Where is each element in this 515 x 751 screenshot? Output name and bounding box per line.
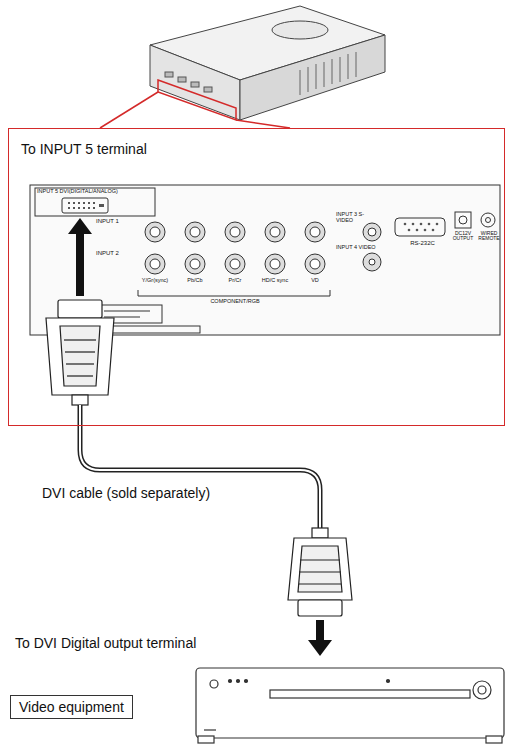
arrow (68, 218, 92, 296)
terminal-name: VD (295, 278, 335, 284)
terminal-name: INPUT 5 DVI(DIGITAL/ANALOG) (37, 189, 153, 195)
terminal-name: Pb/Cb (175, 278, 215, 284)
video-equipment (196, 668, 504, 743)
rca-jack (265, 222, 285, 242)
rca-jack (145, 254, 165, 274)
rca-jack (270, 259, 280, 269)
terminal-name: INPUT 4 VIDEO (336, 245, 376, 251)
rca-jack (310, 259, 320, 269)
dvi-plug (46, 300, 114, 405)
rca-jack (145, 222, 165, 242)
terminal-name: INPUT 2 (96, 250, 126, 256)
dvi-cable (80, 405, 320, 530)
rca-jack (225, 222, 245, 242)
zoom-lines (100, 80, 290, 128)
terminal-name: WIRED REMOTE (476, 231, 502, 242)
rca-jack (310, 227, 320, 237)
rca-jack (230, 227, 240, 237)
cable-label: DVI cable (sold separately) (42, 486, 272, 501)
terminal-name: INPUT 3 S-VIDEO (336, 212, 376, 224)
rca-jack (230, 259, 240, 269)
terminal-name: INPUT 1 (96, 218, 126, 224)
terminal-name: Y/Gr(sync) (131, 278, 179, 284)
arrow (308, 620, 332, 656)
rca-jack (270, 227, 280, 237)
label-box: Video equipment (10, 695, 133, 719)
terminal-name: DC12V OUTPUT (450, 231, 476, 242)
projector (150, 6, 385, 120)
panel-title: To INPUT 5 terminal (21, 141, 492, 157)
terminal-name: RS-232C (400, 240, 445, 246)
rca-jack (150, 259, 160, 269)
output-label: To DVI Digital output terminal (15, 636, 275, 651)
equipment-label: Video equipment (19, 699, 124, 715)
rca-jack (225, 254, 245, 274)
rca-jack (305, 254, 325, 274)
terminal-name: Pr/Cr (215, 278, 255, 284)
rca-jack (150, 227, 160, 237)
rca-jack (185, 222, 205, 242)
terminal-name: COMPONENT/RGB (200, 299, 270, 305)
rca-jack (185, 254, 205, 274)
terminal-panel (30, 185, 500, 335)
rca-jack (265, 254, 285, 274)
rca-jack (190, 259, 200, 269)
rca-jack (305, 222, 325, 242)
dvi-plug (288, 528, 352, 616)
callout-frame: To INPUT 5 terminal (8, 128, 505, 426)
terminal-name: HD/C sync (253, 278, 297, 284)
rca-jack (190, 227, 200, 237)
